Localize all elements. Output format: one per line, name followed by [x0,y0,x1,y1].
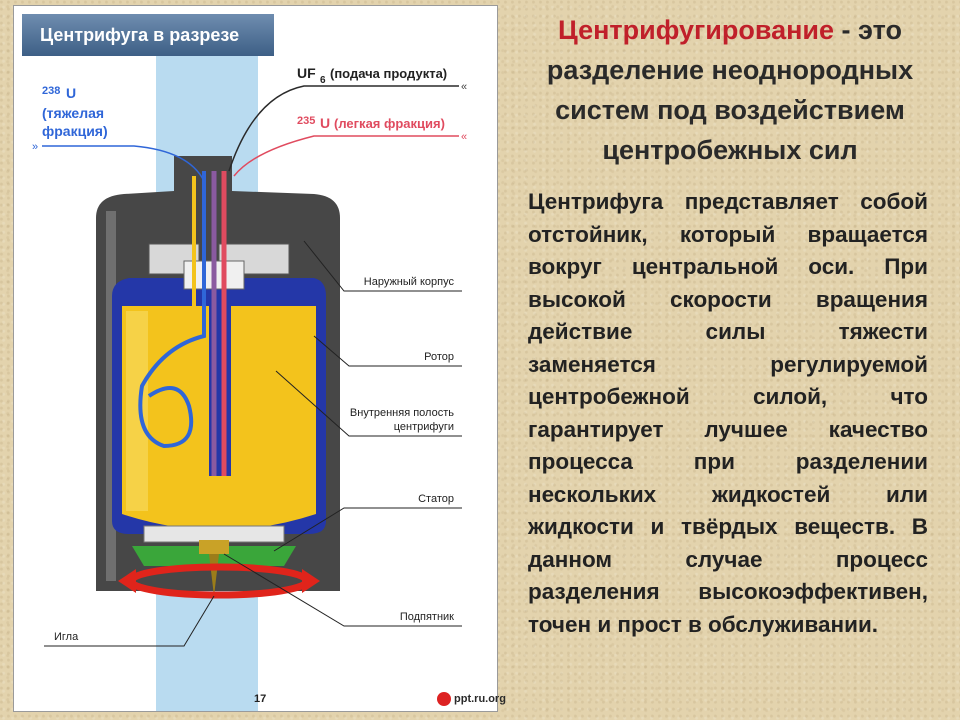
label-outer-casing: Наружный корпус [364,276,455,288]
heavy-isotope-unit: U [66,85,76,101]
light-input-curve [233,135,459,177]
casing-highlight [106,211,116,581]
centrifuge-figure: Центрифуга в разрезе [13,5,498,712]
rotation-arrow-head-left [118,569,136,593]
centrifuge-diagram: « « » 238 U (тяжелая фракция) UF 6 (пода… [32,56,467,711]
slide-heading: Центрифугирование - это разделение неодн… [510,10,950,170]
bearing [199,540,229,554]
heavy-input-curve [42,145,205,182]
heavy-input-chevron: » [32,141,38,153]
callout-cavity [275,370,462,437]
feed-text: (подача продукта) [330,66,447,81]
feed-input-chevron: « [461,81,467,93]
light-fraction-text: (легкая фракция) [334,116,445,131]
callout-needle [44,595,215,647]
label-bearing: Подпятник [400,611,454,623]
site-logo[interactable]: ppt.ru.org [437,692,506,706]
label-cavity-2: центрифуги [394,421,454,433]
heading-rest: - это разделение неоднородных систем под… [546,15,914,165]
page-number: 17 [254,693,266,705]
logo-text: ppt.ru.org [454,693,506,705]
label-stator: Статор [418,493,454,505]
figure-title: Центрифуга в разрезе [22,14,274,56]
feed-subscript: 6 [320,75,326,86]
description-paragraph: Центрифуга представляет собой отстойник,… [528,189,928,637]
light-isotope-number: 235 [297,115,315,127]
label-needle: Игла [54,631,79,643]
light-input-chevron: « [461,131,467,143]
callout-bearing [223,553,462,627]
label-cavity-1: Внутренняя полость [350,407,454,419]
rotor-cap-left [148,243,200,275]
callout-outer-casing [303,240,462,292]
rotation-arrow-head-right [302,569,320,593]
product-shade [126,311,148,511]
light-isotope-unit: U [320,115,330,131]
heavy-fraction-line [138,171,206,449]
feed-input-curve [228,85,459,172]
product-fill [122,306,316,530]
heading-accent: Центрифугирование [558,15,835,45]
callout-rotor [313,335,462,367]
heavy-fraction-text-1: (тяжелая [42,105,104,121]
logo-icon [437,692,451,706]
feed-formula: UF [297,65,316,81]
label-rotor: Ротор [424,351,454,363]
heavy-isotope-number: 238 [42,85,60,97]
stator-body [143,525,285,543]
callout-stator [273,507,462,552]
heavy-fraction-text-2: фракция) [42,123,108,139]
